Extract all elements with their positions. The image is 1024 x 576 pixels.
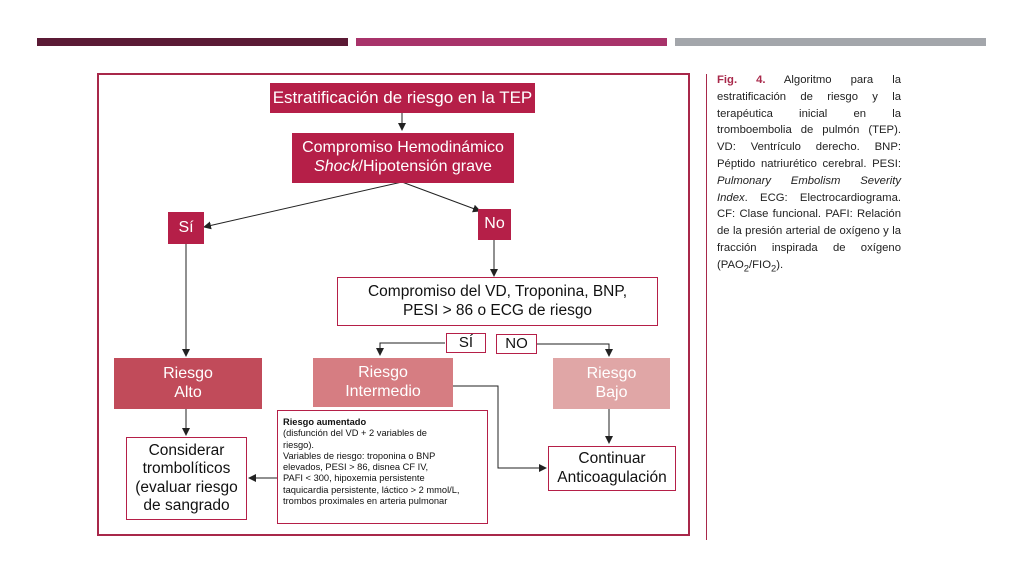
- title-box: Estratificación de riesgo en la TEP: [270, 83, 535, 113]
- hemodynamic-line2: /Hipotensión grave: [358, 158, 492, 175]
- note-line2: riesgo).: [283, 439, 315, 450]
- vd-criteria-box: Compromiso del VD, Troponina, BNP, PESI …: [337, 277, 658, 326]
- no-label-mid: NO: [505, 335, 528, 353]
- risk-intermediate-box: Riesgo Intermedio: [313, 358, 453, 407]
- hemodynamic-line1: Compromiso Hemodinámico: [302, 139, 504, 157]
- thrombolytics-line1: Considerar: [148, 441, 225, 459]
- caption-text-d: ).: [776, 258, 784, 271]
- risk-low-box: Riesgo Bajo: [553, 358, 670, 409]
- note-line1: (disfunción del VD + 2 variables de: [283, 428, 427, 439]
- vd-criteria-line1: Compromiso del VD, Troponina, BNP,: [367, 283, 628, 301]
- figure-frame: [97, 73, 690, 536]
- header-bar-dark: [37, 38, 348, 46]
- arrow-vd-to-low: [537, 343, 613, 357]
- increased-risk-note: Riesgo aumentado (disfunción del VD + 2 …: [277, 410, 488, 524]
- thrombolytics-line4: de sangrado: [143, 496, 230, 514]
- yes-label-top: Sí: [178, 218, 194, 236]
- caption-text-italic: Pulmonary Embolism Severity Index: [717, 174, 901, 204]
- risk-low-line2: Bajo: [595, 383, 628, 401]
- arrow-vd-to-mid: [376, 342, 445, 356]
- caption-sub1: 2: [743, 262, 750, 274]
- caption-sub2: 2: [770, 262, 777, 274]
- caption-text-c: /FIO: [749, 258, 771, 271]
- note-line4: elevados, PESI > 86, disnea CF IV,: [283, 462, 429, 473]
- note-line3: Variables de riesgo: troponina o BNP: [283, 450, 436, 461]
- risk-intermediate-line2: Intermedio: [345, 382, 421, 400]
- note-line7: trombos proximales en arteria pulmonar: [283, 496, 448, 507]
- header-bar-gray: [675, 38, 986, 46]
- yes-box-mid: SÍ: [446, 333, 486, 353]
- risk-high-box: Riesgo Alto: [114, 358, 262, 409]
- risk-high-line1: Riesgo: [163, 364, 213, 382]
- no-box-top: No: [478, 209, 511, 240]
- anticoagulation-line2: Anticoagulación: [557, 468, 667, 486]
- note-line5: PAFI < 300, hipoxemia persistente: [283, 473, 425, 484]
- risk-high-line2: Alto: [174, 383, 202, 401]
- thrombolytics-box: Considerar trombolíticos (evaluar riesgo…: [126, 437, 247, 520]
- no-label-top: No: [484, 215, 505, 233]
- hemodynamic-box: Compromiso Hemodinámico Shock/Hipotensió…: [292, 133, 514, 183]
- figure-caption: Fig. 4. Algoritmo para la estratificació…: [717, 72, 901, 277]
- yes-box-top: Sí: [168, 212, 204, 244]
- note-heading: Riesgo aumentado: [283, 417, 367, 427]
- anticoagulation-box: Continuar Anticoagulación: [548, 446, 676, 491]
- hemodynamic-shock: Shock: [314, 158, 359, 175]
- no-box-mid: NO: [496, 334, 537, 354]
- thrombolytics-line3: (evaluar riesgo: [135, 478, 238, 496]
- caption-rule: [706, 74, 707, 540]
- risk-intermediate-line1: Riesgo: [358, 363, 408, 381]
- caption-fig-label: Fig. 4.: [717, 74, 766, 86]
- thrombolytics-line2: trombolíticos: [142, 460, 231, 478]
- arrow-hemo-to-yes: [203, 181, 403, 230]
- yes-label-mid: SÍ: [458, 334, 474, 352]
- title-text: Estratificación de riesgo en la TEP: [272, 87, 533, 107]
- arrow-mid-to-anticoag: [453, 385, 547, 472]
- caption-text-b: . ECG: Electrocardiograma. CF: Clase fun…: [717, 191, 901, 271]
- anticoagulation-line1: Continuar: [578, 450, 646, 468]
- vd-criteria-line2: PESI > 86 o ECG de riesgo: [402, 301, 593, 319]
- arrow-hemo-to-no: [401, 181, 481, 213]
- risk-low-line1: Riesgo: [586, 364, 637, 382]
- caption-text-a: Algoritmo para la estratificación de rie…: [717, 74, 901, 170]
- header-bar-magenta: [356, 38, 667, 46]
- note-line6: taquicardia persistente, láctico > 2 mmo…: [283, 484, 460, 495]
